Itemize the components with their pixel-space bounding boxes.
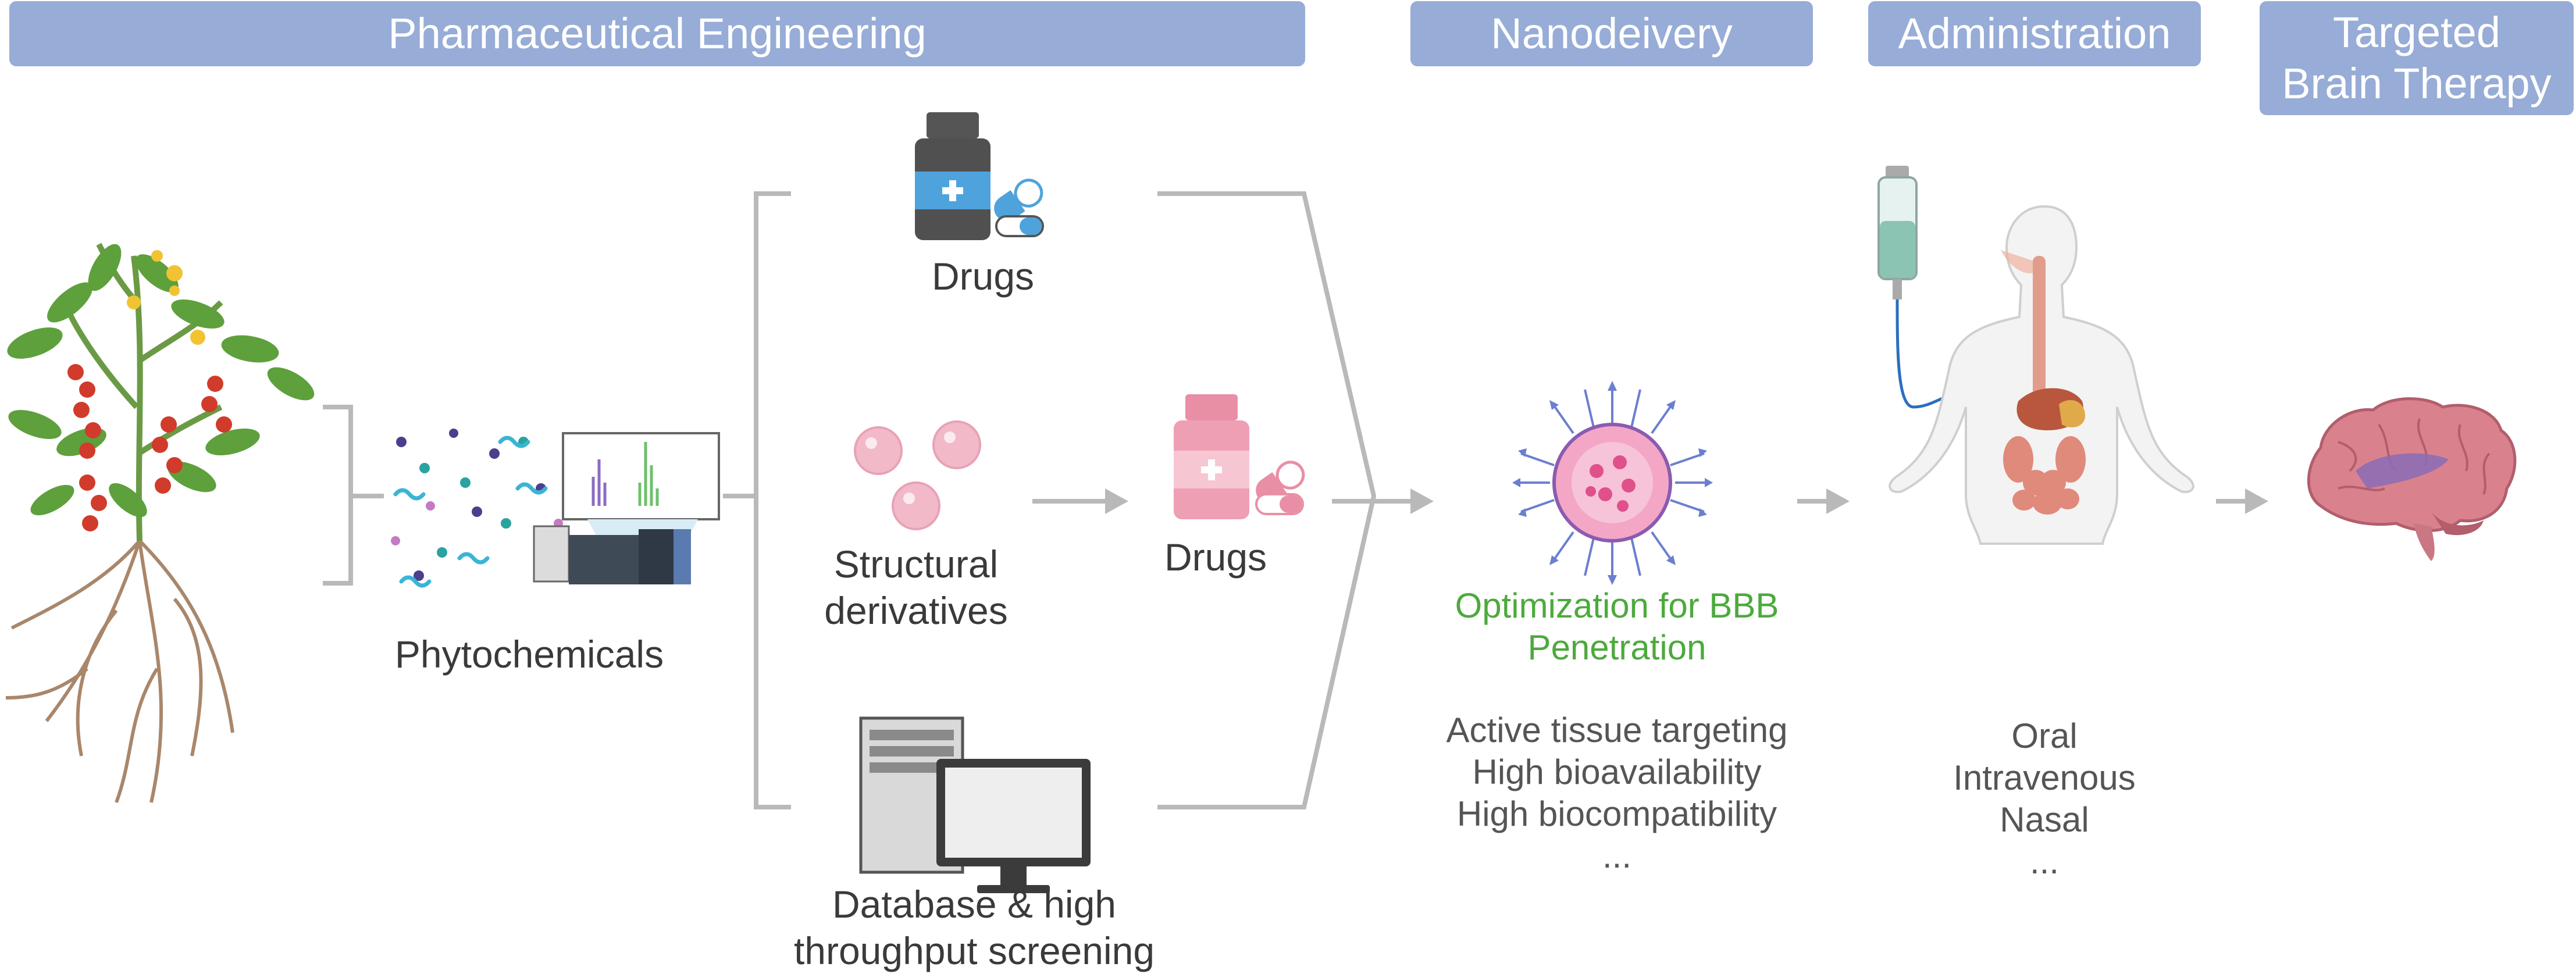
label-structural-line2: derivatives bbox=[824, 589, 1008, 632]
arrow-icon bbox=[2216, 488, 2268, 514]
header-pharmaceutical-engineering-text: Pharmaceutical Engineering bbox=[388, 9, 927, 58]
plant-icon bbox=[5, 242, 315, 804]
computer-icon bbox=[859, 716, 1091, 893]
spheres-icon bbox=[854, 420, 981, 530]
label-drugs-middle: Drugs bbox=[1093, 534, 1338, 580]
nano-properties-list: Active tissue targeting High bioavailabi… bbox=[1384, 709, 1850, 877]
capsule-icon bbox=[1255, 493, 1304, 515]
arrow-icon bbox=[1032, 488, 1128, 514]
header-targeted-brain-therapy: Targeted Brain Therapy bbox=[2260, 1, 2574, 115]
header-administration: Administration bbox=[1868, 1, 2201, 66]
drug-bottle-blue-icon bbox=[915, 112, 991, 240]
capsule-icon bbox=[995, 215, 1044, 237]
list-item: Active tissue targeting bbox=[1446, 711, 1788, 750]
header-nanodelivery-text: Nanodeivery bbox=[1491, 9, 1733, 58]
label-drugs-middle-text: Drugs bbox=[1164, 536, 1267, 579]
label-database-line2: throughput screening bbox=[793, 929, 1155, 972]
label-database-screening: Database & high throughput screening bbox=[727, 881, 1221, 974]
list-item: ... bbox=[1602, 836, 1631, 875]
brain-icon bbox=[2307, 397, 2517, 561]
capsule-icon bbox=[994, 179, 1043, 222]
drug-bottle-pink-icon bbox=[1174, 394, 1249, 519]
list-item: Oral bbox=[2011, 716, 2078, 755]
label-optimization-bbb: Optimization for BBB Penetration bbox=[1384, 585, 1850, 669]
list-item: ... bbox=[2029, 842, 2059, 881]
label-optimization-line1: Optimization for BBB bbox=[1455, 586, 1779, 625]
label-database-line1: Database & high bbox=[832, 883, 1116, 926]
label-phytochemicals: Phytochemicals bbox=[355, 631, 704, 677]
administration-routes-list: Oral Intravenous Nasal ... bbox=[1884, 715, 2204, 883]
label-drugs-top-text: Drugs bbox=[931, 255, 1035, 298]
label-structural-line1: Structural bbox=[833, 543, 999, 586]
label-phytochemicals-text: Phytochemicals bbox=[394, 633, 664, 676]
header-administration-text: Administration bbox=[1898, 9, 2171, 58]
header-pharmaceutical-engineering: Pharmaceutical Engineering bbox=[9, 1, 1305, 66]
arrow-icon bbox=[1797, 488, 1850, 514]
spectrometer-icon bbox=[533, 432, 720, 584]
header-targeted-line2: Brain Therapy bbox=[2282, 59, 2552, 108]
list-item: High biocompatibility bbox=[1456, 794, 1777, 833]
label-drugs-top: Drugs bbox=[838, 253, 1128, 299]
nanoparticle-icon bbox=[1512, 381, 1713, 585]
label-structural-derivatives: Structural derivatives bbox=[756, 541, 1076, 634]
header-targeted-line1: Targeted bbox=[2333, 8, 2500, 56]
arrow-icon bbox=[1332, 488, 1434, 514]
list-item: Nasal bbox=[2000, 800, 2089, 839]
header-nanodelivery: Nanodeivery bbox=[1410, 1, 1813, 66]
label-optimization-line2: Penetration bbox=[1527, 628, 1706, 667]
list-item: High bioavailability bbox=[1472, 752, 1762, 791]
human-body-icon bbox=[1889, 205, 2194, 545]
connector-lines bbox=[323, 191, 1377, 809]
iv-bag-icon bbox=[1877, 166, 1976, 409]
list-item: Intravenous bbox=[1953, 758, 2136, 797]
